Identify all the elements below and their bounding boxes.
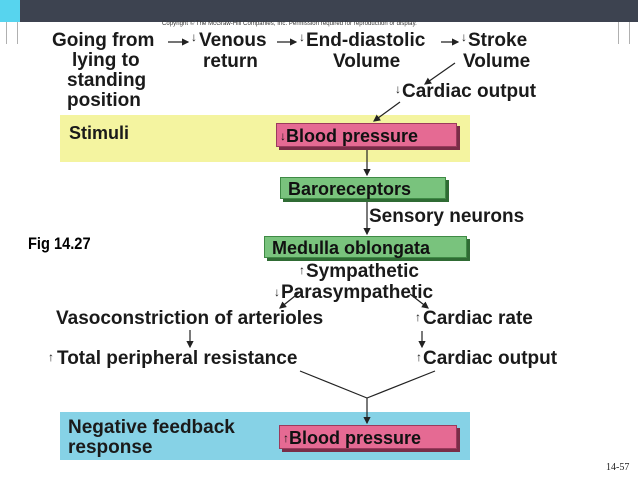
step-stroke-line1: Stroke [468, 30, 528, 51]
blood-pressure-restored-box: ↑Blood pressure [279, 425, 457, 449]
cardiac-rate-up-icon: ↑ [415, 310, 421, 324]
right-decor-lines [618, 22, 630, 44]
step-stroke-line2: Volume [463, 51, 531, 72]
parasympathetic-down-icon: ↓ [274, 285, 280, 299]
bp-up-icon: ↑ [283, 431, 289, 445]
blood-pressure-low-box: ↓Blood pressure [276, 123, 457, 147]
tpr-up-icon: ↑ [48, 350, 54, 364]
cardiac-output-down-icon: ↓ [395, 82, 401, 96]
sympathetic-label: Sympathetic [306, 261, 419, 282]
stroke-volume-down-icon: ↓ [461, 30, 467, 44]
cardiac-output-up-icon: ↑ [416, 350, 422, 364]
edv-down-icon: ↓ [299, 30, 305, 44]
cardiac-output-top: Cardiac output [402, 81, 537, 102]
left-decor-lines [6, 22, 18, 44]
step-venous-line2: return [203, 51, 258, 72]
parasympathetic-label: Parasympathetic [281, 282, 434, 303]
top-bar [0, 0, 638, 22]
stimuli-label: Stimuli [69, 123, 130, 143]
cardiac-output-bottom: Cardiac output [423, 348, 558, 369]
copyright-notice: Copyright © The McGraw-Hill Companies, I… [162, 21, 417, 27]
page-number: 14-57 [606, 462, 630, 473]
step-going-from-line3: standing [67, 70, 147, 91]
sensory-neurons-label: Sensory neurons [369, 206, 525, 227]
baroreceptors-box: Baroreceptors [280, 177, 446, 199]
figure-label: Fig 14.27 [28, 234, 91, 253]
line-co-to-merge [366, 370, 436, 399]
line-tpr-to-merge [299, 370, 368, 399]
sympathetic-up-icon: ↑ [299, 263, 305, 277]
step-going-from-line1: Going from [52, 30, 155, 51]
bp-down-icon: ↓ [280, 129, 286, 143]
step-edv-line2: Volume [333, 51, 401, 72]
step-edv-line1: End-diastolic [306, 30, 426, 51]
top-bar-accent [0, 0, 20, 22]
bp-low-label: Blood pressure [286, 126, 419, 146]
step-going-from-line4: position [67, 90, 141, 111]
bp-restored-label: Blood pressure [289, 428, 422, 448]
tpr-label: Total peripheral resistance [57, 348, 298, 369]
cardiac-rate-label: Cardiac rate [423, 308, 533, 329]
negative-feedback-line1: Negative feedback [68, 417, 235, 438]
step-going-from-line2: lying to [72, 50, 140, 71]
venous-return-down-icon: ↓ [191, 30, 197, 44]
step-venous-line1: Venous [199, 30, 267, 51]
medulla-oblongata-box: Medulla oblongata [264, 236, 467, 258]
vasoconstriction-label: Vasoconstriction of arterioles [56, 308, 324, 329]
negative-feedback-line2: response [68, 437, 153, 458]
